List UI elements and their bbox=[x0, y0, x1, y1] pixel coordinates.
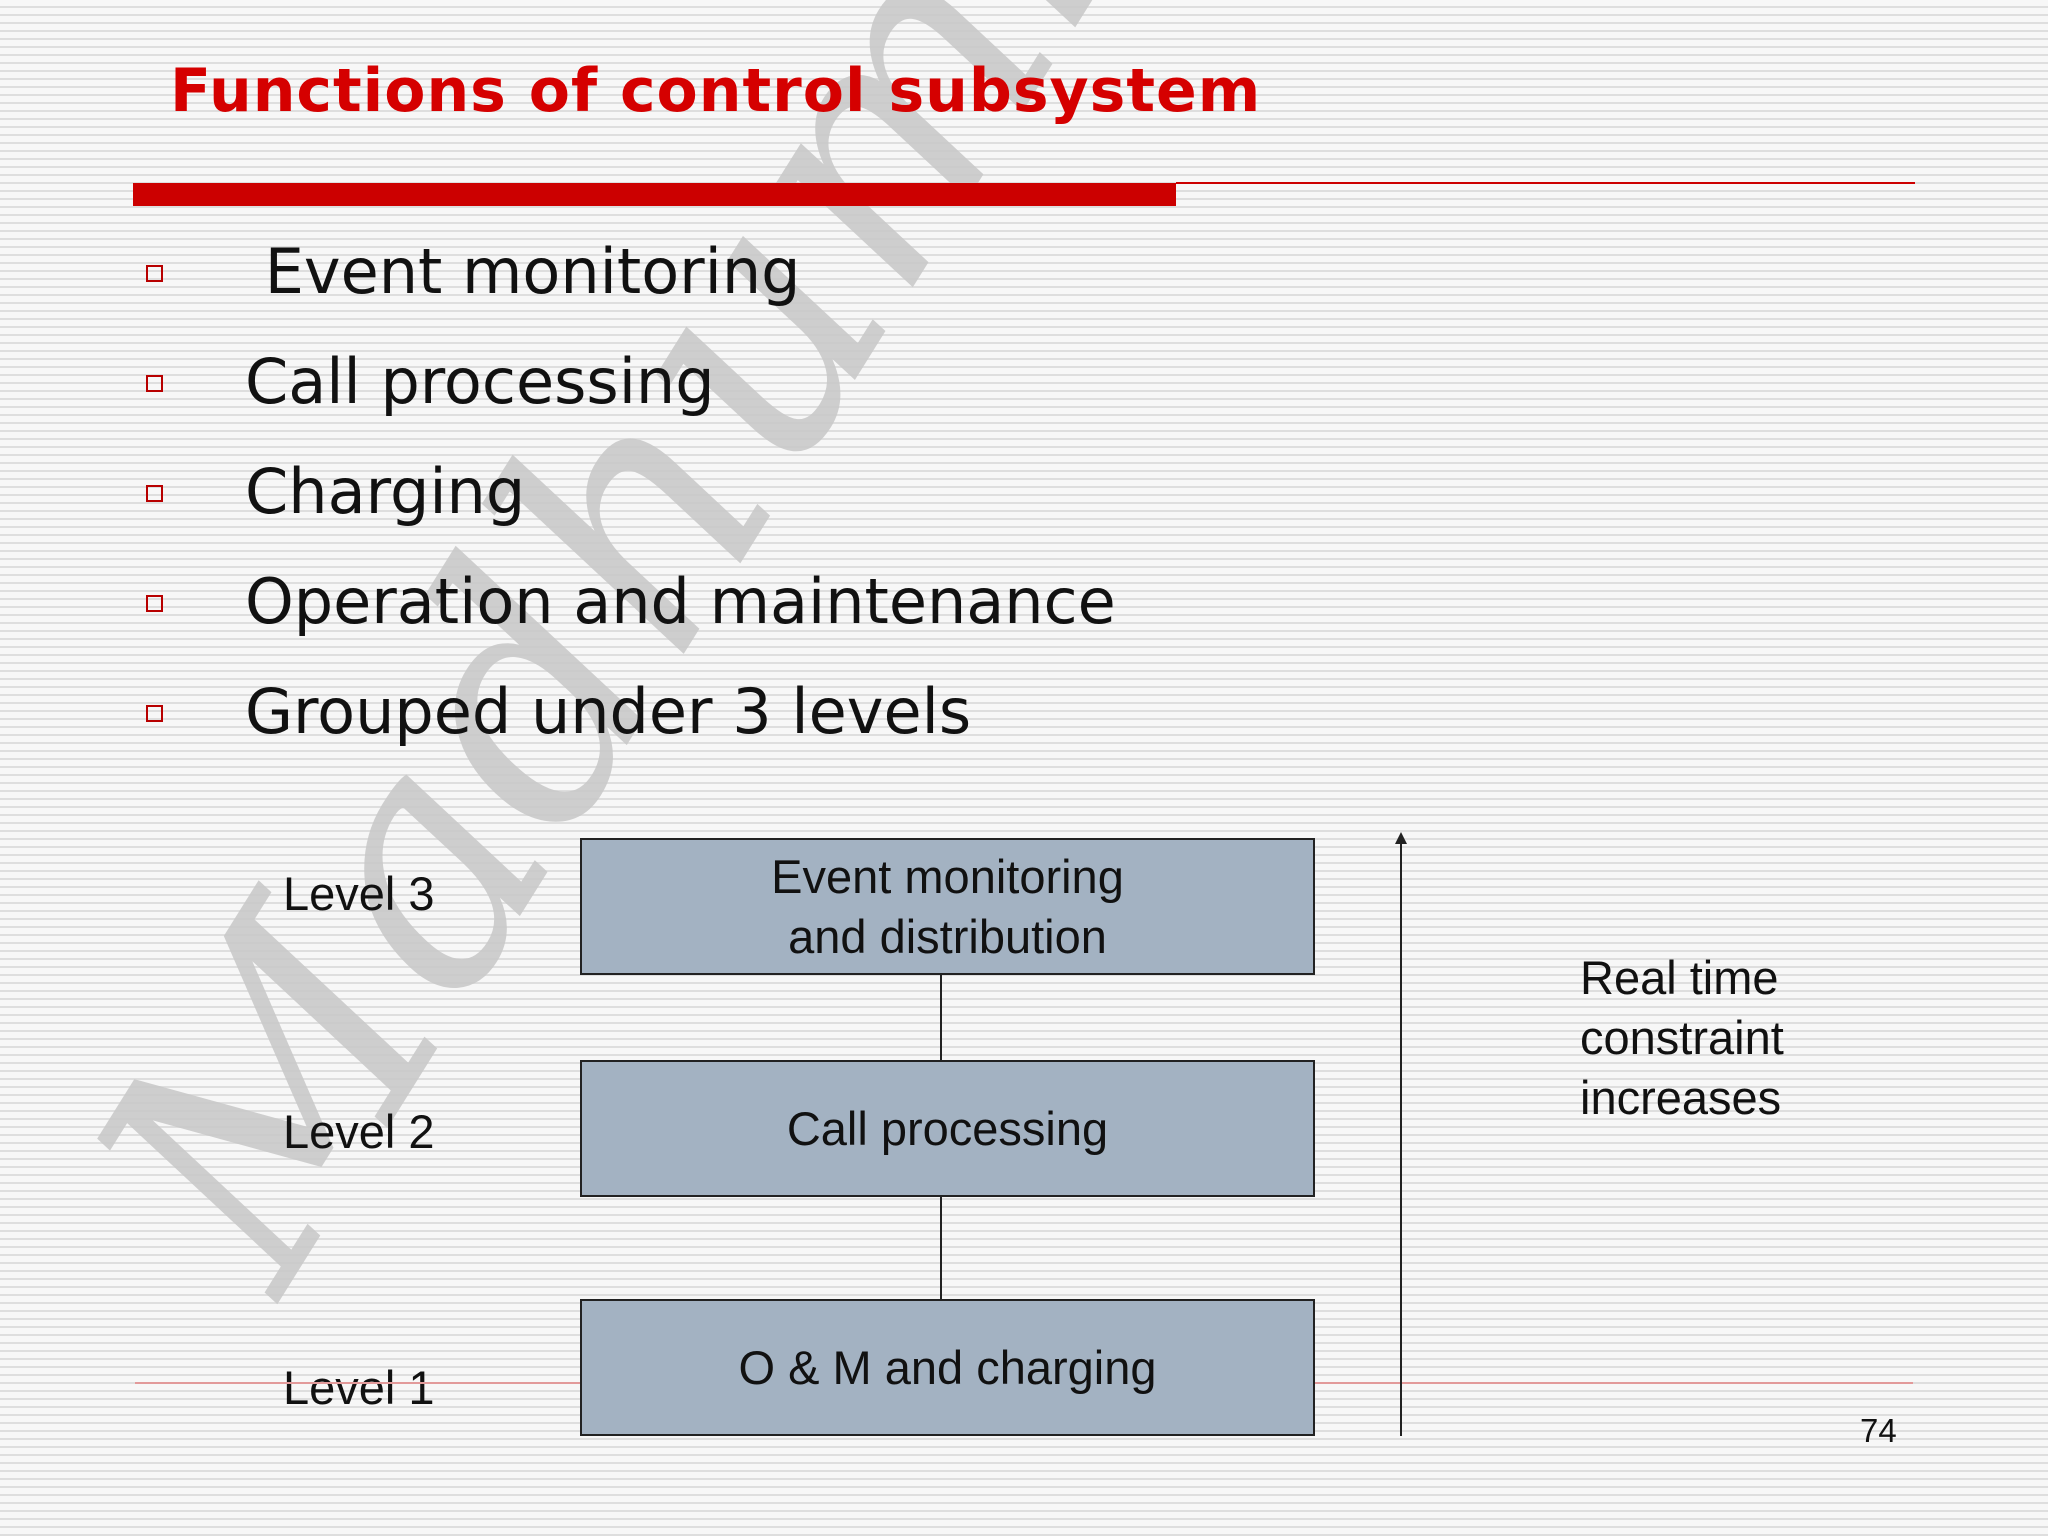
title-underline-line bbox=[1176, 182, 1915, 184]
realtime-note-line: constraint bbox=[1580, 1011, 1784, 1064]
realtime-note: Real time constraint increases bbox=[1580, 948, 1784, 1128]
bullet-item: Charging bbox=[0, 447, 1200, 537]
bullet-item: Event monitoring bbox=[0, 227, 1200, 317]
level-3-label: Level 3 bbox=[283, 867, 435, 920]
slide-title: Functions of control subsystem bbox=[170, 56, 1262, 126]
level-3-box: Event monitoring and distribution bbox=[580, 838, 1315, 975]
realtime-note-line: Real time bbox=[1580, 951, 1779, 1004]
bullet-item: Call processing bbox=[0, 337, 1200, 427]
connector-line bbox=[940, 975, 942, 1060]
bullet-text: Event monitoring bbox=[245, 235, 801, 308]
connector-line bbox=[940, 1197, 942, 1299]
title-underline-bar bbox=[133, 183, 1176, 206]
level-1-box: O & M and charging bbox=[580, 1299, 1315, 1436]
bullet-text: Grouped under 3 levels bbox=[245, 675, 972, 748]
bullet-item: Operation and maintenance bbox=[0, 557, 1200, 647]
level-1-box-text: O & M and charging bbox=[738, 1340, 1157, 1394]
square-bullet-icon bbox=[146, 595, 163, 612]
level-2-label: Level 2 bbox=[283, 1105, 435, 1158]
level-3-box-line: Event monitoring bbox=[771, 849, 1124, 903]
square-bullet-icon bbox=[146, 375, 163, 392]
bullet-item: Grouped under 3 levels bbox=[0, 667, 1200, 757]
level-2-box: Call processing bbox=[580, 1060, 1315, 1197]
bullet-text: Charging bbox=[245, 455, 526, 528]
level-2-box-text: Call processing bbox=[786, 1101, 1109, 1155]
level-3-box-line: and distribution bbox=[788, 909, 1107, 963]
square-bullet-icon bbox=[146, 265, 163, 282]
arrow-up-icon bbox=[1395, 832, 1407, 844]
bullet-text: Call processing bbox=[245, 345, 715, 418]
square-bullet-icon bbox=[146, 485, 163, 502]
square-bullet-icon bbox=[146, 705, 163, 722]
level-1-label: Level 1 bbox=[283, 1361, 435, 1414]
arrow-line bbox=[1400, 840, 1402, 1436]
page-number: 74 bbox=[1860, 1412, 1897, 1449]
realtime-note-line: increases bbox=[1580, 1071, 1782, 1124]
bullet-text: Operation and maintenance bbox=[245, 565, 1116, 638]
